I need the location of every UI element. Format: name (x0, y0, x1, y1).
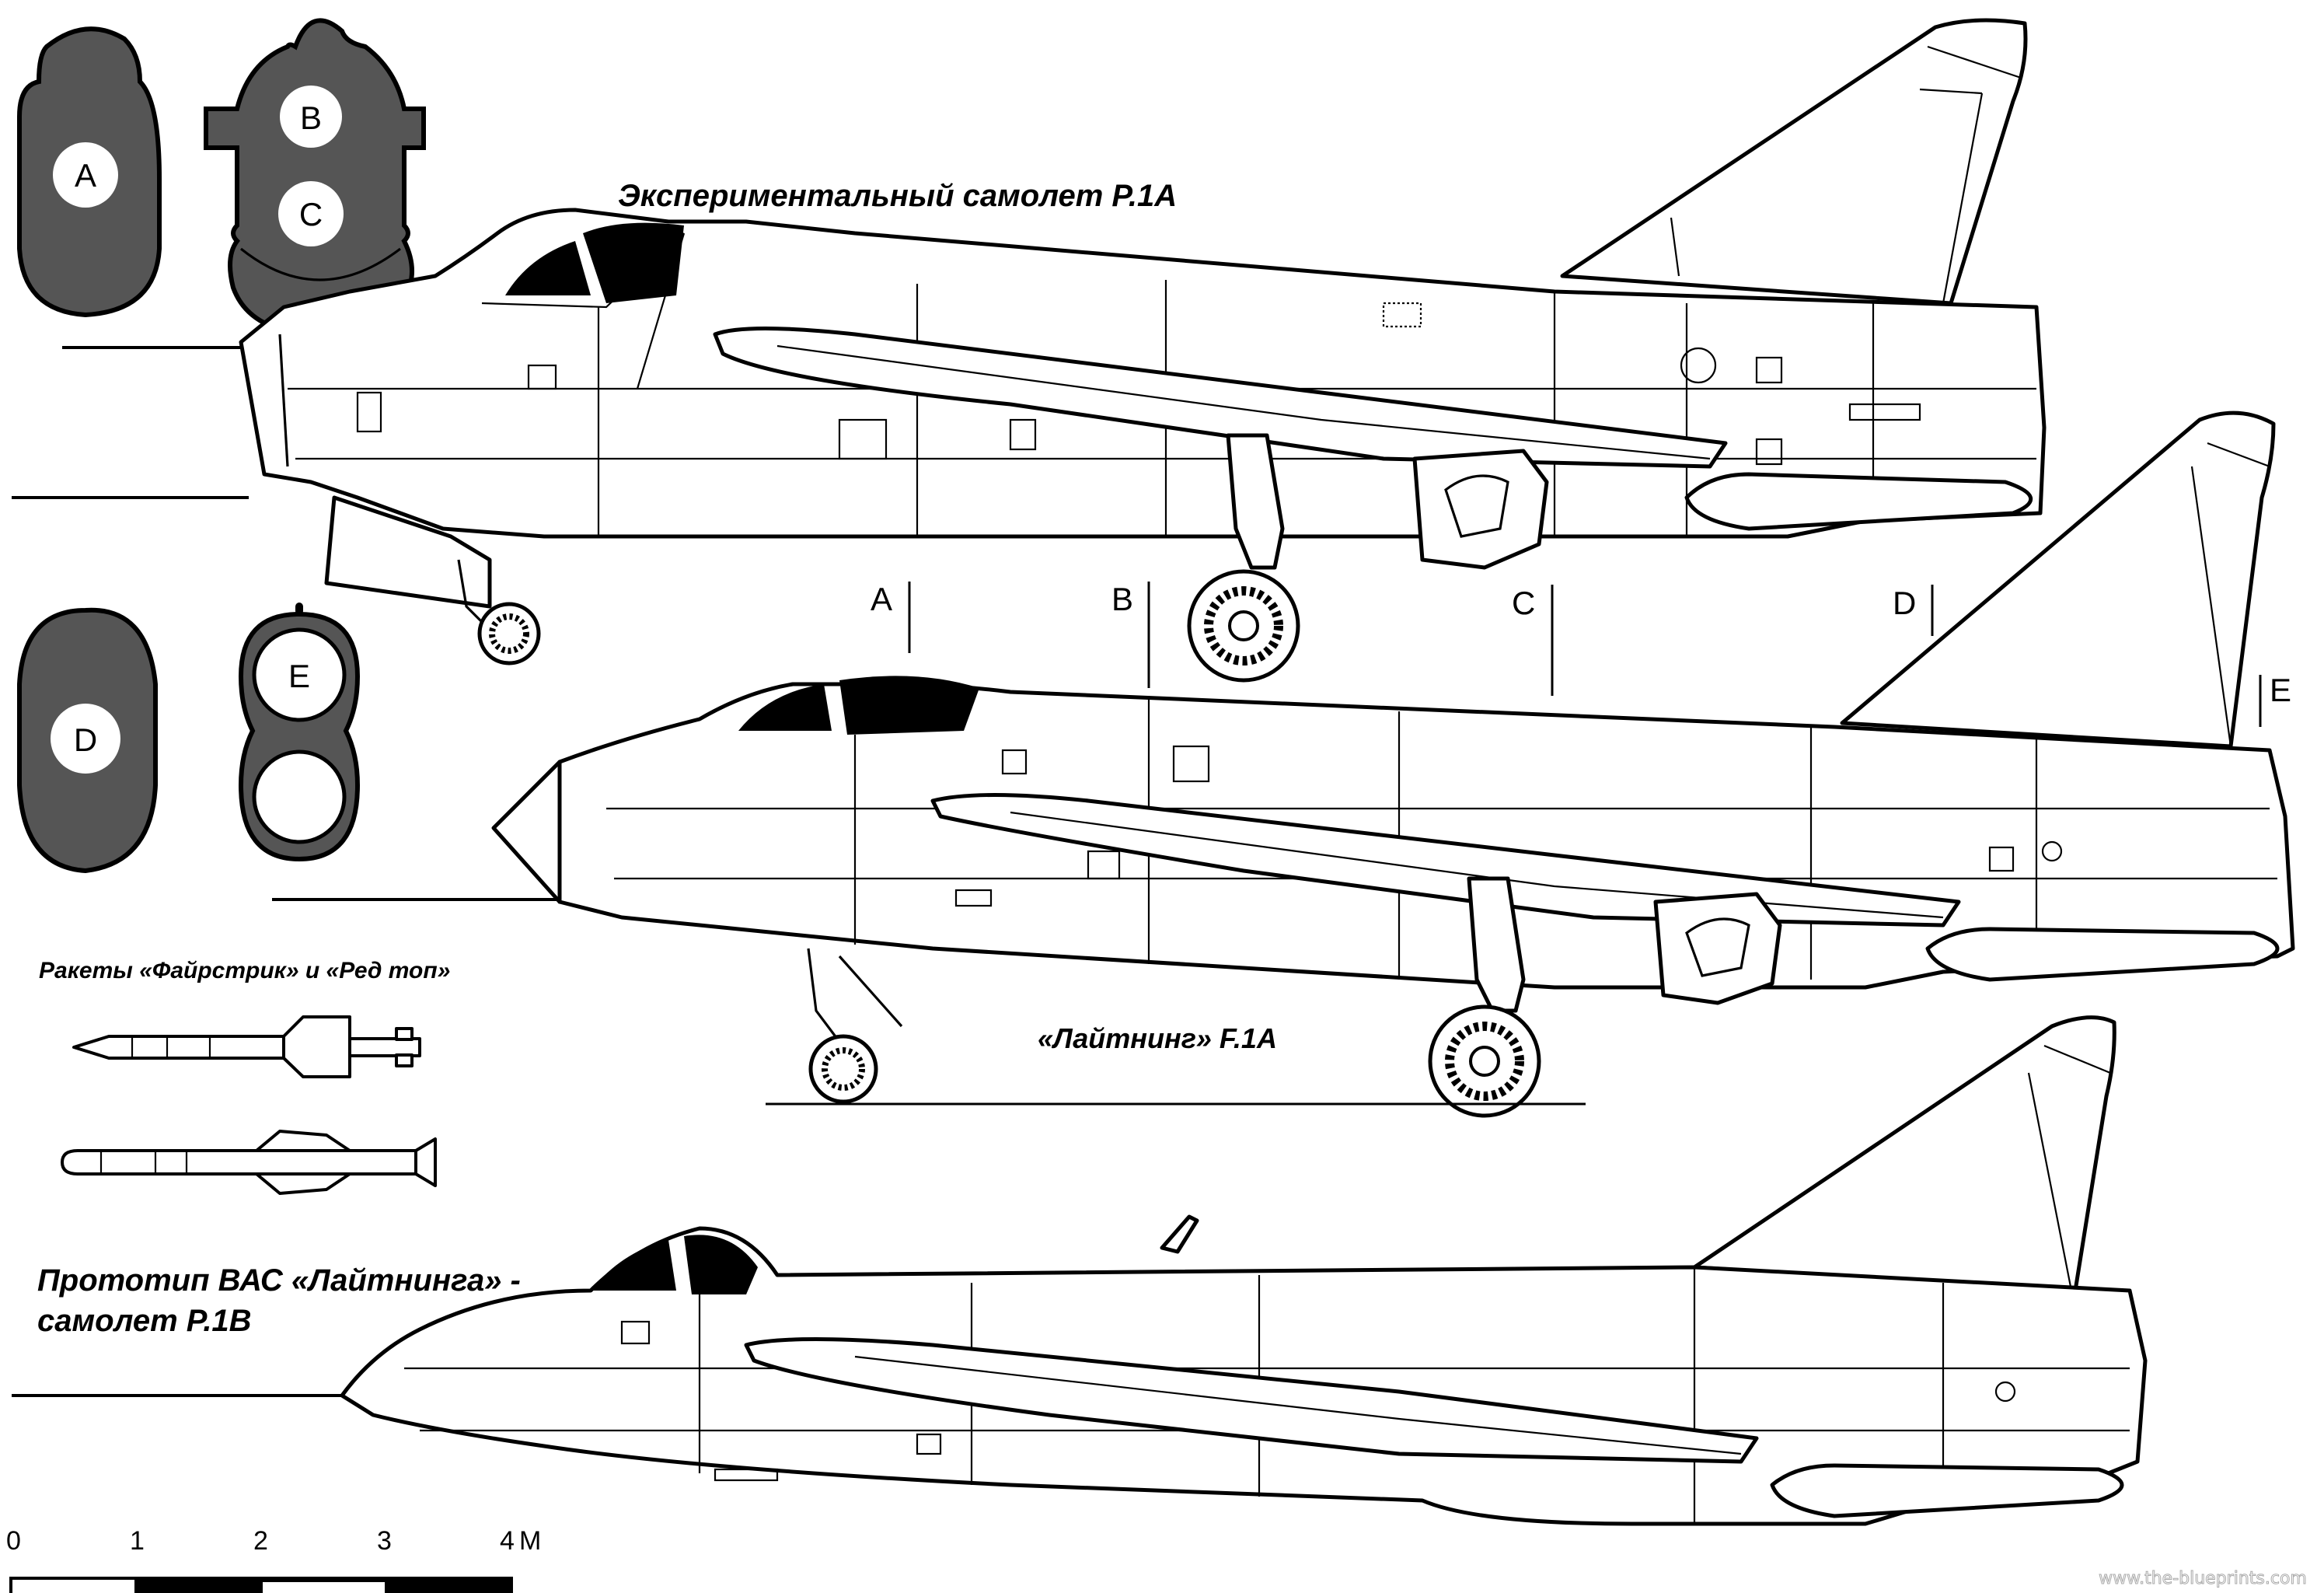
section-marker-d: D (1893, 585, 1916, 621)
canopy-glass-rear (684, 1235, 758, 1294)
nose-cone (491, 760, 562, 904)
ventral-pod (1770, 1463, 2124, 1518)
wing (713, 327, 1728, 469)
main-gear-strut (1226, 433, 1285, 570)
scale-unit: M (519, 1526, 541, 1556)
section-marker-e: E (2270, 672, 2291, 708)
missile-firestreak (72, 1015, 421, 1078)
dorsal-antenna (1160, 1214, 1199, 1254)
aircraft-p1b-side-view (12, 1015, 2148, 1526)
aircraft-p1a-side-view (12, 18, 2047, 683)
cross-section-d: D (17, 607, 158, 874)
scale-tick-0: 0 (6, 1526, 21, 1556)
tail-fin (1840, 410, 2276, 749)
section-marker-c: C (1512, 585, 1535, 621)
tail-fin (1560, 18, 2028, 306)
section-marker-b: B (1111, 581, 1133, 617)
title-missiles: Ракеты «Файрстрик» и «Ред топ» (39, 958, 450, 983)
section-markers: A B C D E (871, 581, 2291, 727)
main-gear-strut (1467, 876, 1526, 1013)
cross-section-label-c: C (299, 196, 323, 232)
cross-section-bc: B C (204, 18, 426, 355)
main-wheel (1428, 1004, 1541, 1118)
title-p1b-line1: Прототип ВАС «Лайтнинга» - (37, 1263, 521, 1298)
scale-tick-4: 4 (500, 1526, 515, 1556)
cross-section-label-a: A (75, 157, 96, 194)
title-p1b-line2: самолет P.1B (37, 1304, 252, 1338)
cross-section-label-b: B (300, 100, 322, 136)
nose-gear-door (324, 495, 492, 609)
cross-section-label-e: E (288, 658, 310, 694)
watermark: www.the-blueprints.com (2099, 1569, 2307, 1588)
canopy-glass-rear (583, 222, 684, 303)
canopy-glass-front (505, 241, 591, 295)
scale-tick-2: 2 (253, 1526, 268, 1556)
missile-red-top (61, 1130, 437, 1195)
canopy-glass-front (591, 1240, 676, 1291)
main-wheel (1187, 569, 1300, 683)
cross-section-label-d: D (74, 721, 97, 758)
nose-wheel (477, 602, 541, 665)
title-f1a: «Лайтнинг» F.1A (1038, 1022, 1277, 1054)
aircraft-f1a-side-view (272, 410, 2295, 1118)
canopy-glass-rear (839, 676, 979, 735)
ventral-pod (1684, 472, 2033, 531)
scale-tick-1: 1 (130, 1526, 145, 1556)
title-p1a: Экспериментальный самолет P.1A (618, 179, 1177, 213)
nose-wheel (808, 1034, 878, 1104)
canopy-glass-front (738, 684, 832, 731)
tail-fin (1692, 1015, 2116, 1293)
wing (744, 1337, 1759, 1464)
ventral-pod (1925, 927, 2280, 982)
wing (930, 793, 1961, 928)
section-marker-a: A (871, 581, 892, 617)
main-gear-bay (1412, 449, 1549, 570)
cross-section-a: A (17, 26, 162, 318)
cross-section-e: E (238, 603, 361, 862)
main-gear-bay (1653, 892, 1782, 1005)
scale-bar: 0 1 2 3 4 M (6, 1526, 541, 1593)
scale-tick-3: 3 (377, 1526, 392, 1556)
